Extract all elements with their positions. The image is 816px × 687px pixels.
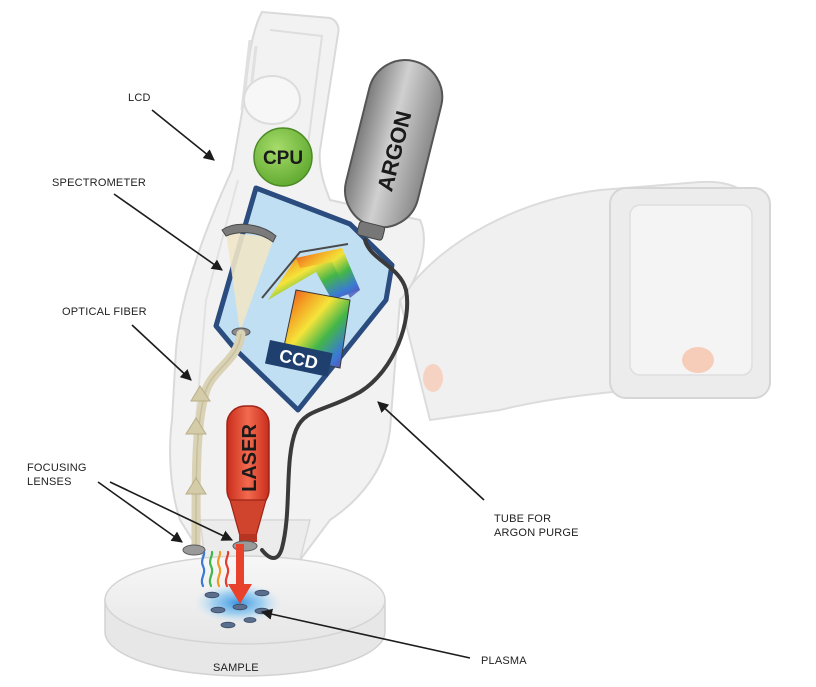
plasma-arrow bbox=[260, 608, 471, 659]
plasma-particles bbox=[204, 589, 270, 629]
laser-beam bbox=[228, 544, 252, 604]
collimating-mirror bbox=[221, 223, 277, 243]
plasma-label: PLASMA bbox=[481, 655, 527, 667]
cpu-label: CPU bbox=[263, 148, 303, 169]
laser-module: LASER bbox=[226, 405, 270, 542]
lcd-panel bbox=[243, 75, 301, 125]
focusing-lenses-label-line1: FOCUSING bbox=[27, 462, 87, 474]
focusing-lens-arrow-2 bbox=[109, 481, 234, 541]
spectrometer-label: SPECTROMETER bbox=[52, 177, 147, 189]
lcd-arrow bbox=[151, 109, 215, 161]
focusing-lens-fiber bbox=[182, 544, 206, 556]
battery-accent bbox=[682, 347, 714, 373]
spectrometer-arrow bbox=[113, 193, 223, 271]
callout-arrows bbox=[97, 109, 485, 659]
optical-fiber bbox=[185, 329, 246, 555]
laser-label: LASER bbox=[239, 424, 261, 492]
tube-arrow bbox=[377, 401, 485, 501]
lcd-label: LCD bbox=[128, 92, 151, 104]
optical-fiber-label: OPTICAL FIBER bbox=[62, 306, 147, 318]
spectrometer-panel bbox=[213, 185, 395, 413]
focusing-lens-arrow-1 bbox=[97, 481, 183, 543]
tube-label-line1: TUBE FOR bbox=[494, 513, 552, 525]
optical-fiber-arrow bbox=[131, 324, 192, 381]
cpu-badge: CPU bbox=[253, 127, 313, 187]
argon-system: ARGON bbox=[260, 59, 444, 560]
trigger-accent bbox=[423, 364, 443, 392]
sample-label: SAMPLE bbox=[213, 662, 259, 674]
emission-lines bbox=[200, 550, 230, 588]
argon-purge-tube bbox=[260, 238, 410, 560]
tube-label-line2: ARGON PURGE bbox=[494, 527, 579, 539]
focusing-lenses-label-line2: LENSES bbox=[27, 476, 72, 488]
